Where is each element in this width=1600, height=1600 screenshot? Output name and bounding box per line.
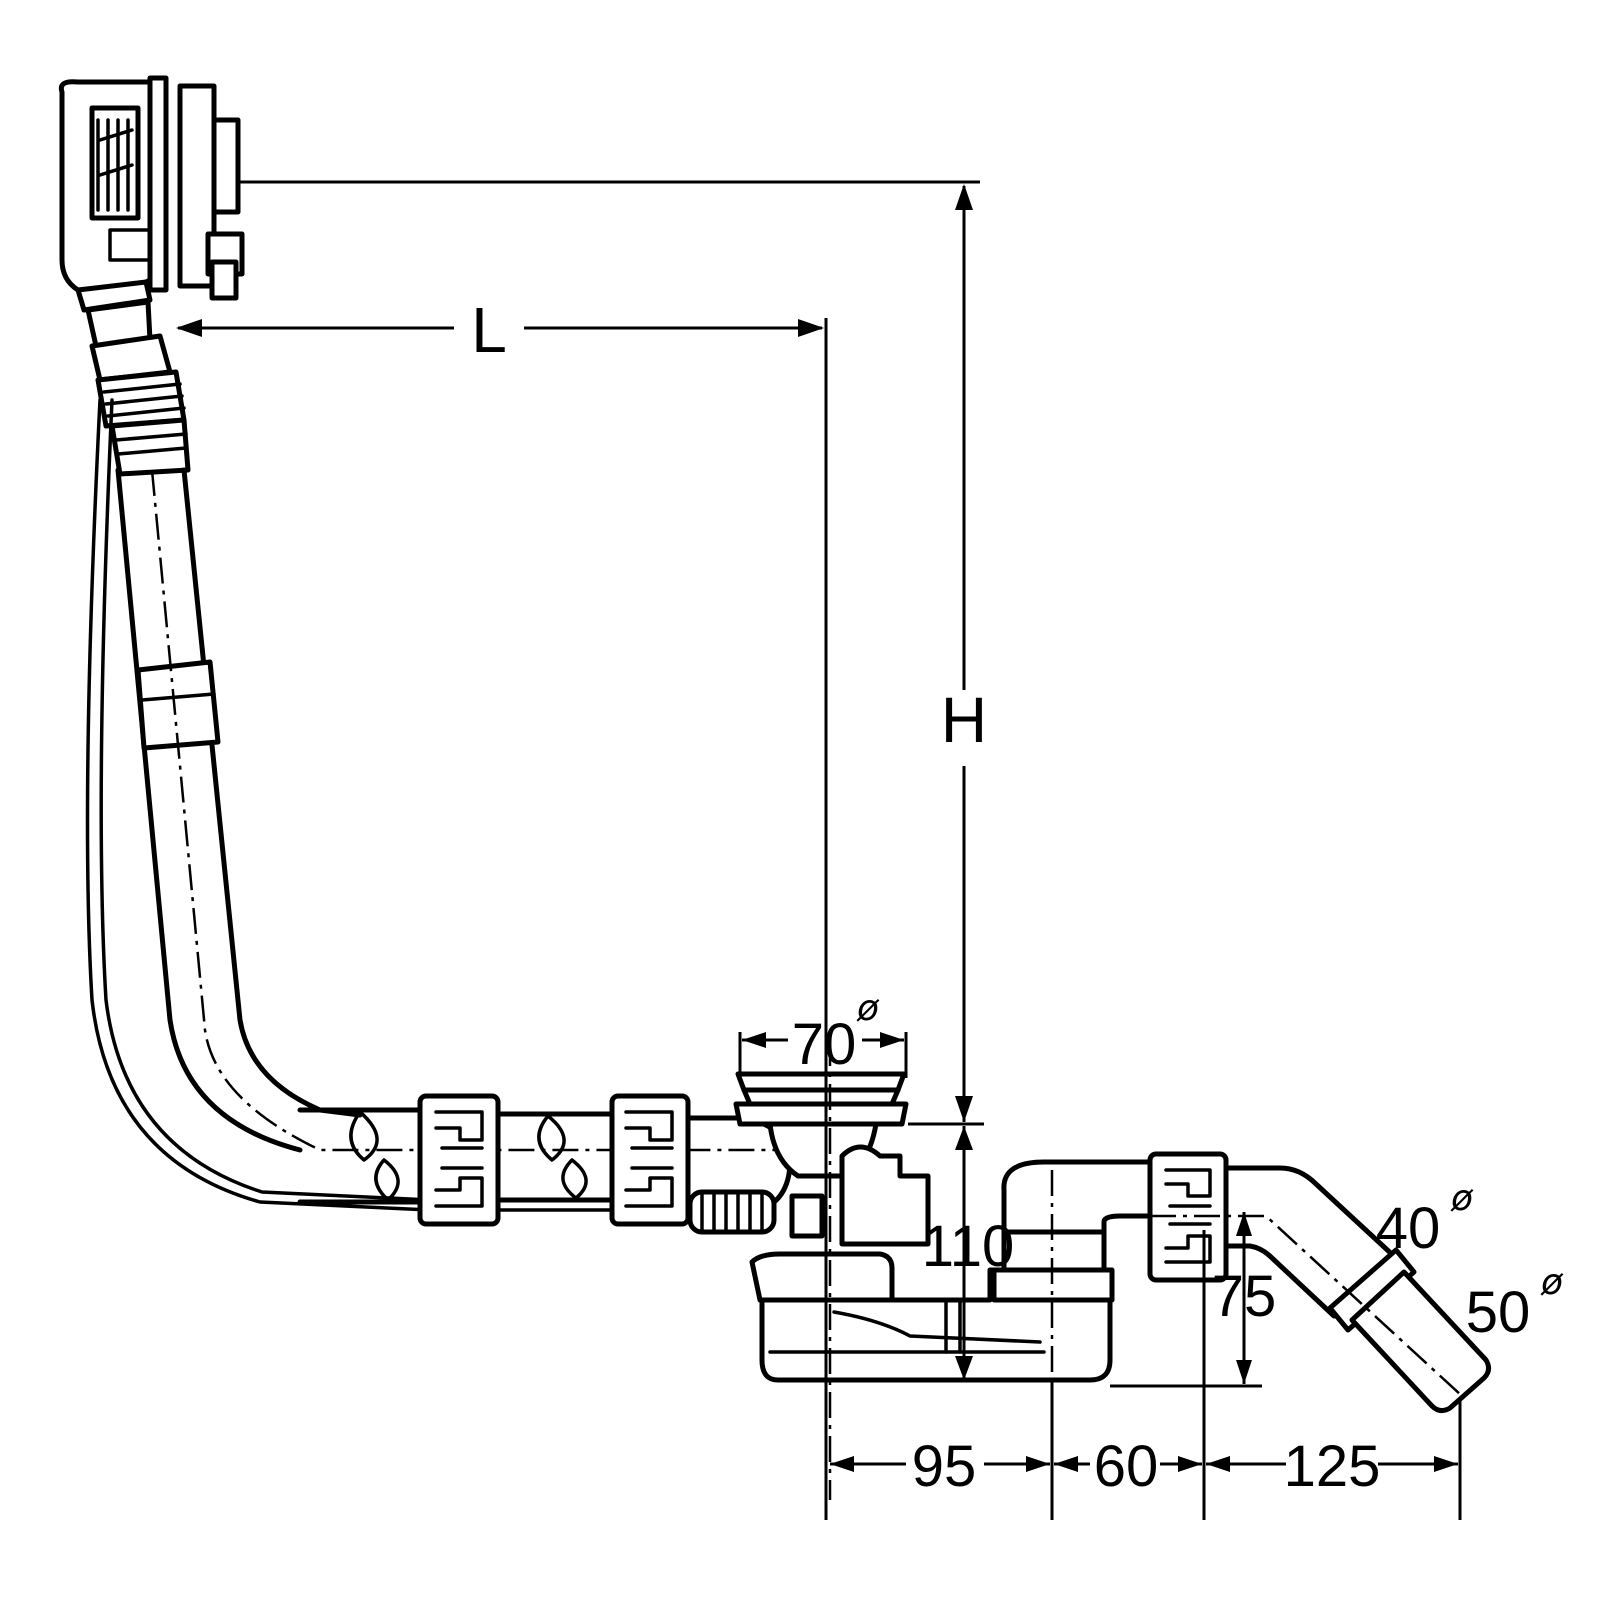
pipe-40-diameter-symbol: ø (1450, 1178, 1474, 1219)
pipe-50-diameter-symbol: ø (1540, 1262, 1564, 1303)
overflow-coupling (75, 279, 191, 477)
outlet-diameter-label: 70 (792, 1012, 857, 1077)
angled-outlet-pipe (1150, 1165, 1492, 1414)
overflow-head (58, 75, 245, 303)
height-label: H (941, 684, 987, 756)
pipe-40-label: 40 (1376, 1196, 1441, 1261)
width-95-label: 95 (912, 1434, 977, 1499)
bowden-cable (85, 398, 622, 1212)
width-125-label: 125 (1284, 1434, 1381, 1499)
height-75-label: 75 (1212, 1264, 1277, 1329)
cable-sleeve (687, 1189, 825, 1239)
height-110-label: 110 (922, 1214, 1014, 1279)
outlet-diameter-symbol: ø (856, 988, 880, 1029)
length-label: L (471, 294, 507, 366)
dimension-arrows (176, 184, 1458, 1472)
overflow-pipe (115, 467, 800, 1153)
overflow-mechanism (839, 1144, 931, 1247)
outlet-plug (733, 1071, 909, 1179)
horizontal-pipe (297, 1107, 615, 1205)
union-nut-1 (417, 1093, 501, 1227)
width-60-label: 60 (1094, 1434, 1159, 1499)
trap-riser (991, 1159, 1153, 1303)
union-nut-2 (609, 1093, 691, 1227)
pipe-50-label: 50 (1466, 1280, 1531, 1345)
